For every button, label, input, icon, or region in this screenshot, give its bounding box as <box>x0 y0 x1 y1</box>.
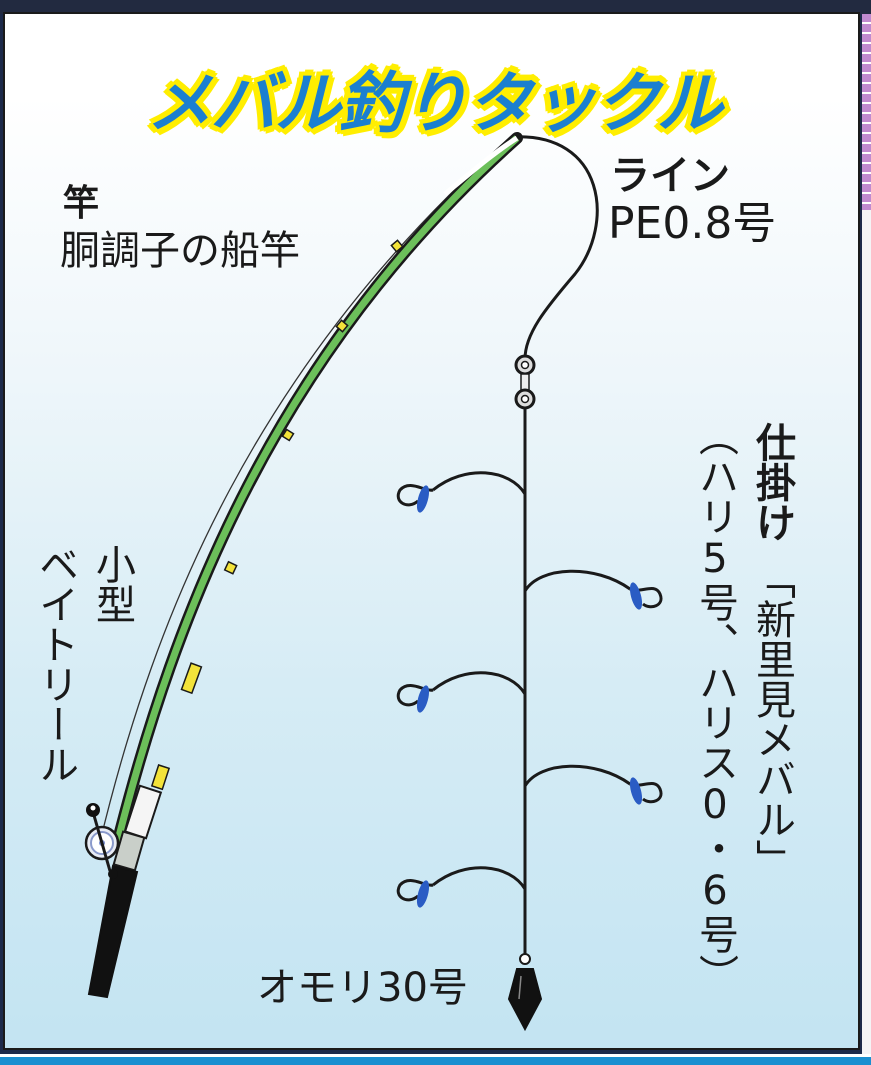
rig-label-heading: 仕掛け <box>749 422 795 542</box>
main-line <box>511 135 599 360</box>
line-label-heading: ライン <box>610 153 730 199</box>
rod-tip <box>443 135 519 196</box>
rod-line-guide <box>99 137 511 843</box>
bait-reel <box>84 803 120 879</box>
swivel <box>514 354 536 410</box>
diagram-title: メバル釣りタックル <box>146 65 722 142</box>
rod-guides <box>150 239 404 791</box>
rod-label-heading: 竿 <box>63 183 100 224</box>
sinker <box>507 953 543 1032</box>
bait-feathers <box>416 485 643 908</box>
reel-label-line2: ベイトリール <box>32 544 78 784</box>
rod-handle <box>87 864 139 999</box>
rig-label-spec: （ハリ5号、ハリス0・6号） <box>692 416 738 994</box>
tackle-diagram-panel: メバル釣りタックル 竿 胴調子の船竿 ライン PE0.8号 小型 ベイトリール … <box>3 12 860 1050</box>
reel-label-line1: 小型 <box>89 544 135 624</box>
right-page-edge <box>862 210 871 1055</box>
rig-label-detail: 「新里見メバル」 <box>749 559 795 879</box>
bottom-blue-strip <box>0 1054 871 1065</box>
line-label-detail: PE0.8号 <box>608 198 777 249</box>
rod-blank <box>113 135 520 845</box>
sinker-label: オモリ30号 <box>257 965 468 1011</box>
rod-label-detail: 胴調子の船竿 <box>60 228 300 274</box>
top-edge-band <box>0 0 871 14</box>
rig-branches <box>396 471 663 902</box>
tackle-illustration <box>84 132 663 1032</box>
